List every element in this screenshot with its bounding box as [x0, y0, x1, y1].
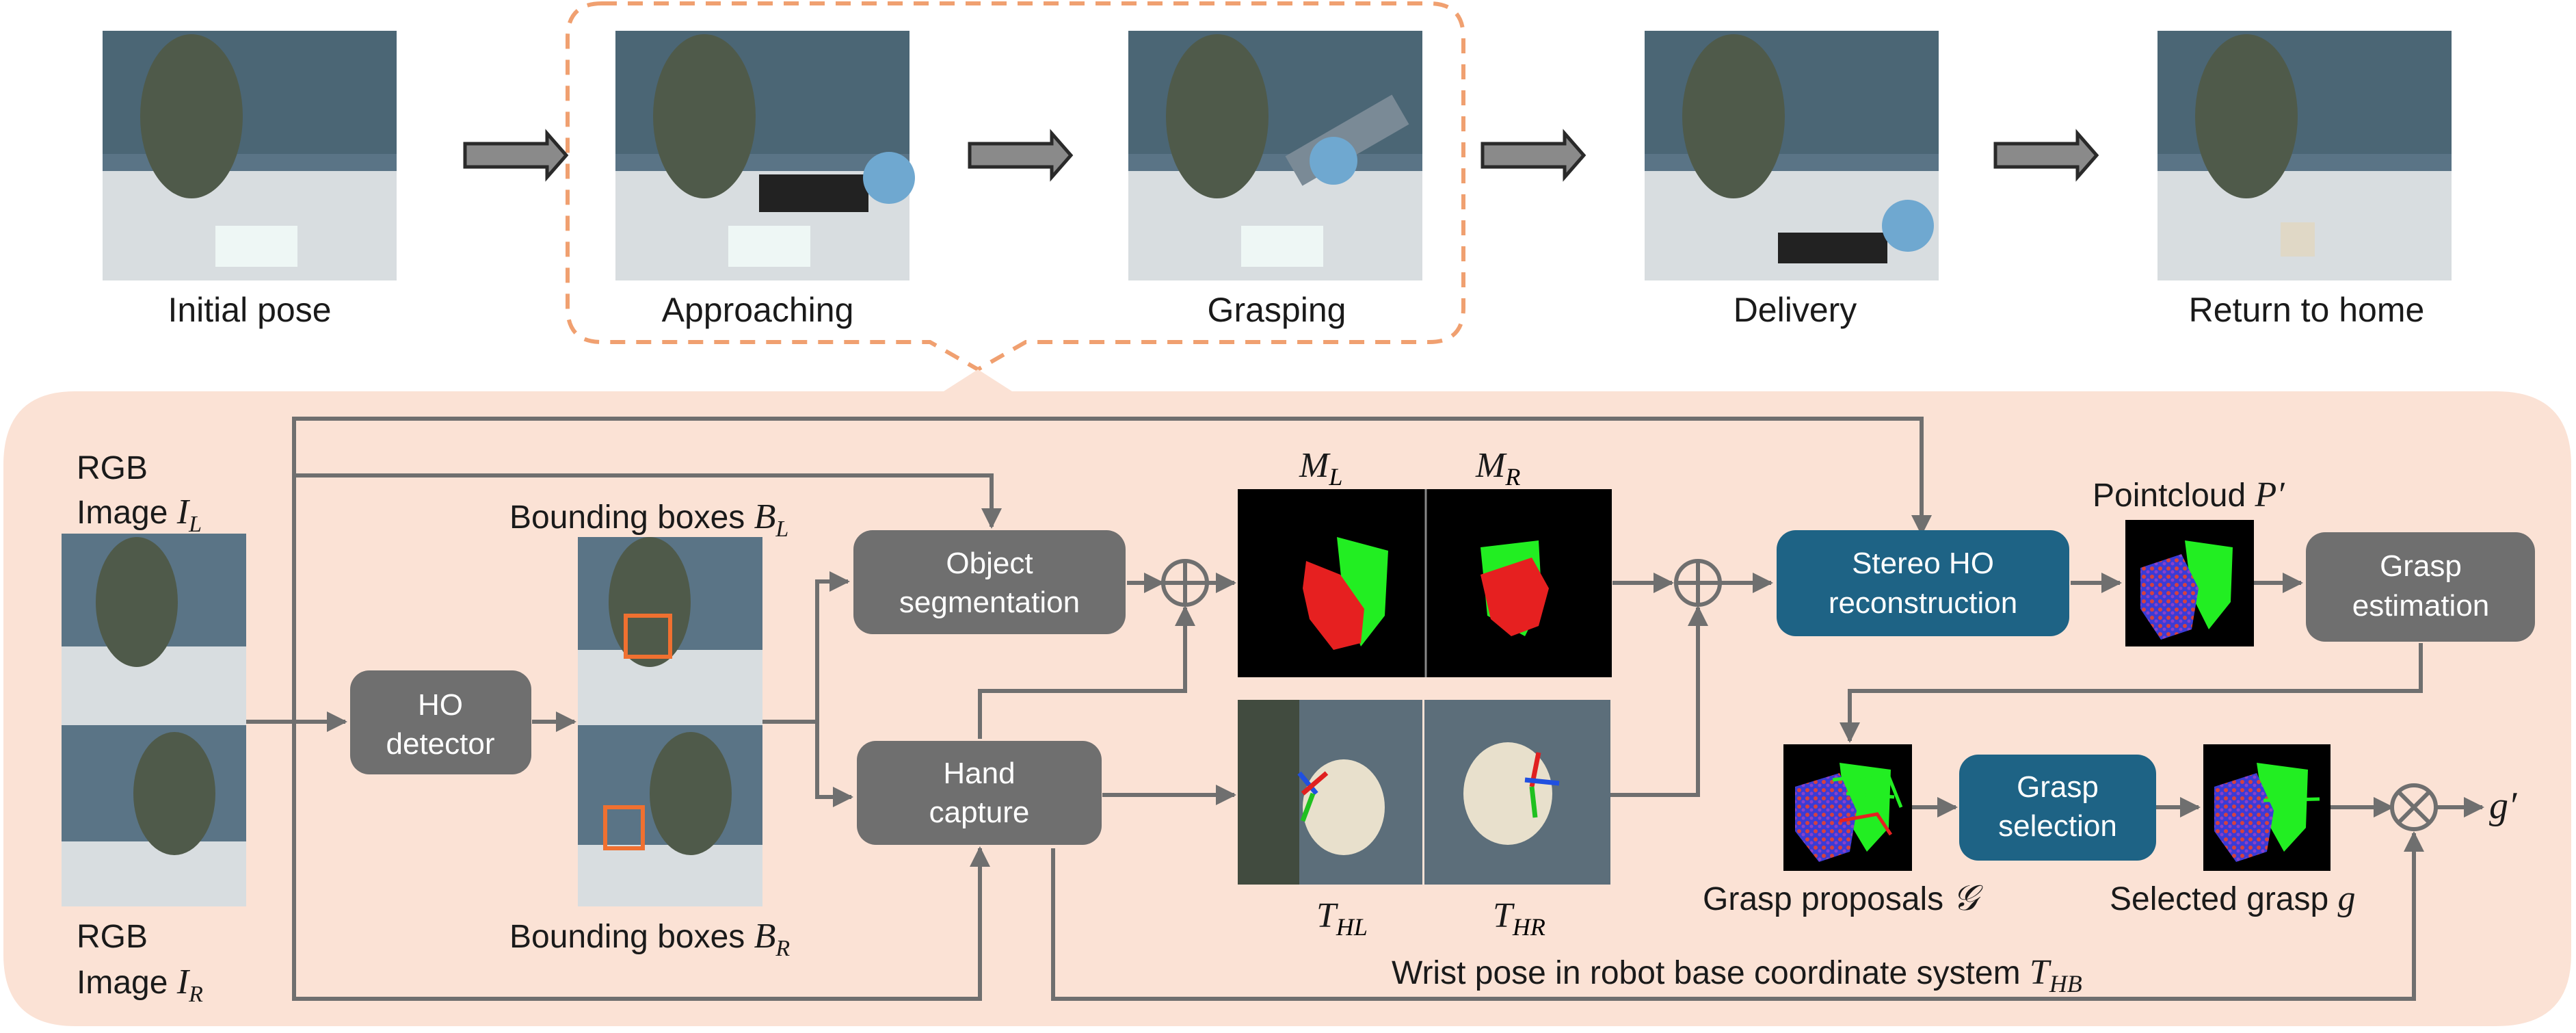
stage-label: Delivery	[1734, 291, 1857, 329]
stage-approaching	[615, 31, 915, 280]
bbox-images	[578, 537, 762, 906]
stage-grasping	[1128, 31, 1422, 280]
block-arrow-icon	[1480, 129, 1586, 182]
selected-grasp-image	[2203, 744, 2331, 871]
block-label: Grasp	[2017, 770, 2099, 804]
stage-label: Initial pose	[168, 291, 331, 329]
block-arrow-icon	[463, 129, 569, 182]
input-right-label-line1: RGB	[77, 919, 148, 955]
stereo-ho-reconstruction-block: Stereo HO reconstruction	[1777, 530, 2069, 636]
mask-right-label: MR	[1475, 446, 1520, 491]
block-label: segmentation	[899, 586, 1080, 619]
block-label: Stereo HO	[1852, 547, 1994, 580]
grasp-proposals-label: Grasp proposals 𝒢	[1703, 879, 1984, 918]
input-left-label-line2: Image IL	[77, 493, 202, 537]
mask-hand-red	[1303, 561, 1364, 650]
highlight-dashed-frame	[566, 1, 1465, 372]
bbox-right-icon	[603, 805, 645, 850]
object-segmentation-block: Object segmentation	[853, 530, 1126, 634]
grasp-proposals-image	[1783, 744, 1912, 871]
block-label: Grasp	[2380, 549, 2462, 583]
bbox-bottom-label: Bounding boxes BR	[509, 917, 790, 961]
block-label: capture	[929, 796, 1030, 829]
hand-pose-right-label: THR	[1493, 896, 1545, 941]
hand-pose-left-label: THL	[1316, 896, 1368, 941]
input-images	[62, 534, 246, 906]
pointcloud-image	[2125, 520, 2254, 646]
wrist-pose-label: Wrist pose in robot base coordinate syst…	[1392, 953, 2082, 997]
selected-grasp-label: Selected grasp g	[2110, 879, 2356, 918]
output-label: g′	[2489, 785, 2517, 827]
ho-detector-block: HO detector	[350, 670, 531, 774]
block-arrow-icon	[968, 129, 1074, 182]
input-right-label-line2: Image IR	[77, 963, 203, 1007]
stage-label: Approaching	[662, 291, 854, 329]
segmentation-masks	[1238, 489, 1612, 677]
stage-strip: Initial pose Approaching Grasping Delive…	[103, 1, 2452, 372]
bbox-left-icon	[624, 614, 672, 659]
block-label: estimation	[2352, 589, 2490, 623]
block-label: selection	[1998, 809, 2117, 843]
pointcloud-label: Pointcloud P′	[2093, 475, 2285, 514]
grasp-selection-block: Grasp selection	[1959, 755, 2156, 861]
oplus-icon	[1674, 559, 1722, 607]
stage-arrows	[463, 129, 2099, 182]
stage-return-home	[2157, 31, 2452, 280]
bbox-top-label: Bounding boxes BL	[509, 497, 788, 542]
block-arrow-icon	[1993, 129, 2099, 182]
hand-pose-images	[1238, 700, 1610, 885]
stage-initial-pose	[103, 31, 397, 280]
block-label: HO	[418, 688, 463, 722]
block-label: detector	[386, 727, 495, 761]
mask-left-label: ML	[1299, 446, 1342, 491]
hand-capture-block: Hand capture	[857, 741, 1102, 845]
block-label: Object	[946, 547, 1033, 580]
grasp-estimation-block: Grasp estimation	[2306, 532, 2535, 642]
input-left-label-line1: RGB	[77, 450, 148, 486]
otimes-icon	[2390, 783, 2438, 831]
stage-label: Grasping	[1208, 291, 1346, 329]
mask-object-green	[1337, 537, 1388, 646]
oplus-icon	[1161, 559, 1209, 607]
stage-delivery	[1645, 31, 1939, 280]
block-label: reconstruction	[1829, 586, 2017, 620]
mask-hand-red	[1480, 558, 1549, 636]
stage-label: Return to home	[2189, 291, 2425, 329]
block-label: Hand	[943, 757, 1015, 790]
